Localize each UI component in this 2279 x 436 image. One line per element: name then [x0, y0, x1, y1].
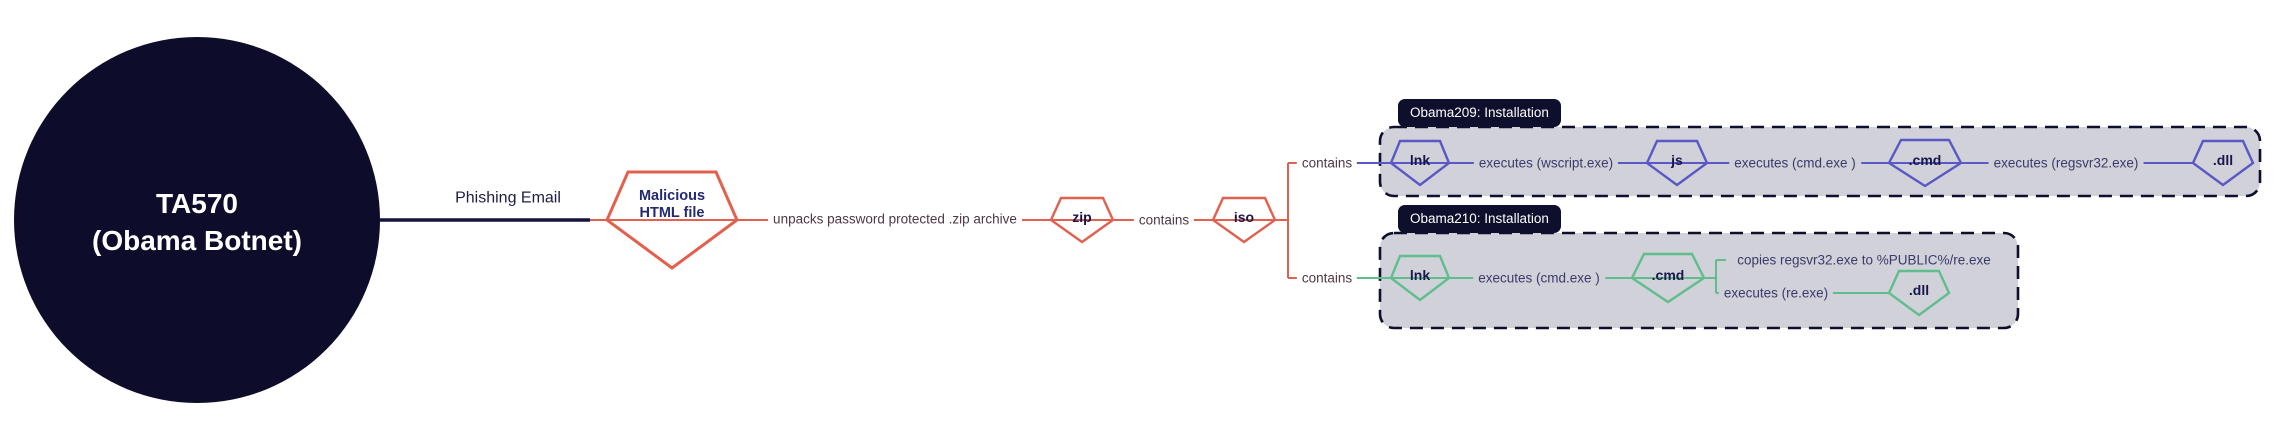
group-tab-obama209[interactable]: Obama209: Installation [1398, 99, 1561, 127]
edge-label-phishing-email: Phishing Email [455, 189, 561, 207]
node-iso[interactable] [1211, 196, 1277, 244]
node-obama209-dll[interactable] [2191, 139, 2255, 187]
node-label-malicious-html: Malicious HTML file [639, 188, 705, 222]
edge-label-executes-cmd-209: executes (cmd.exe ) [1729, 154, 1861, 172]
node-obama209-js[interactable] [1645, 139, 1709, 187]
actor-label-line1: TA570 [156, 188, 238, 219]
node-malicious-html-file[interactable] [605, 170, 739, 270]
edge-obama210-cmd-branch [1704, 259, 1726, 294]
edge-label-executes-re: executes (re.exe) [1718, 284, 1834, 302]
group-tab-obama210[interactable]: Obama210: Installation [1398, 205, 1561, 233]
node-label-obama209-dll: .dll [2212, 152, 2234, 168]
node-obama209-lnk[interactable] [1389, 139, 1451, 187]
edge-label-unpacks-zip: unpacks password protected .zip archive [768, 210, 1022, 228]
node-label-obama209-lnk: lnk [1409, 152, 1431, 168]
edge-contains-branch [1287, 162, 1302, 279]
node-obama210-cmd[interactable] [1630, 252, 1706, 304]
node-label-obama209-js: js [1671, 152, 1683, 168]
edge-label-copies-regsvr32: copies regsvr32.exe to %PUBLIC%/re.exe [1732, 251, 1996, 269]
node-zip[interactable] [1049, 196, 1115, 244]
edge-label-executes-cmd-210: executes (cmd.exe ) [1473, 269, 1605, 287]
actor-node-ta570[interactable] [14, 37, 380, 403]
node-label-obama210-cmd: .cmd [1651, 267, 1685, 283]
node-label-malicious-html-line2: HTML file [639, 205, 705, 221]
edge-label-executes-regsvr32: executes (regsvr32.exe) [1988, 154, 2144, 172]
node-obama210-dll[interactable] [1887, 269, 1951, 317]
node-label-obama209-cmd: .cmd [1908, 152, 1942, 168]
edge-label-contains-obama209: contains [1296, 154, 1358, 172]
node-obama210-lnk[interactable] [1389, 254, 1451, 302]
node-label-obama210-lnk: lnk [1409, 267, 1431, 283]
actor-label-line2: (Obama Botnet) [92, 225, 302, 256]
edge-label-contains-iso: contains [1133, 211, 1195, 229]
node-label-iso: iso [1233, 209, 1255, 225]
node-obama209-cmd[interactable] [1887, 138, 1963, 188]
node-label-obama210-dll: .dll [1908, 282, 1930, 298]
node-label-malicious-html-line1: Malicious [638, 188, 706, 204]
actor-label: TA570 (Obama Botnet) [92, 185, 302, 259]
edge-label-executes-wscript: executes (wscript.exe) [1473, 154, 1619, 172]
edge-label-contains-obama210: contains [1296, 269, 1358, 287]
node-label-zip: zip [1072, 209, 1092, 225]
